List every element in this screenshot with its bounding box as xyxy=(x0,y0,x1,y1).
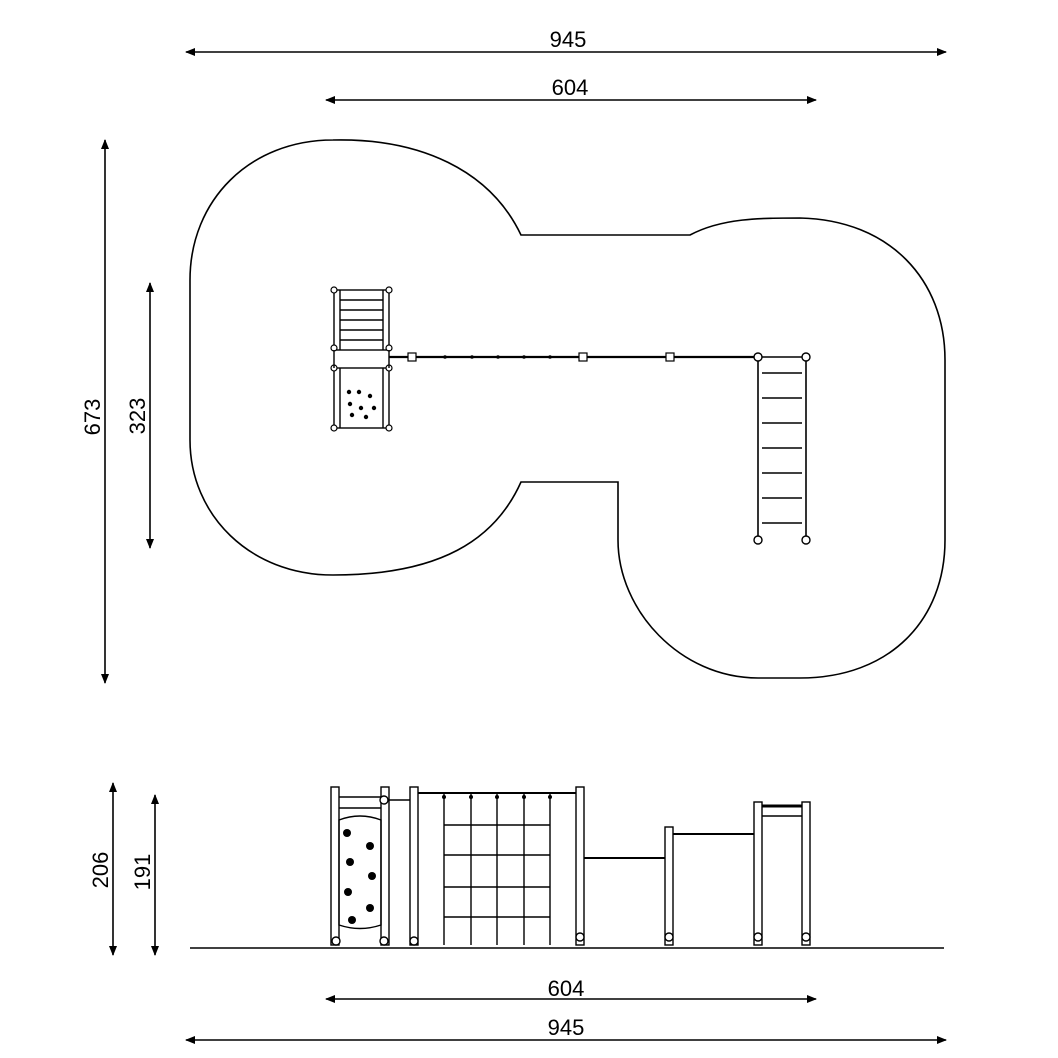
dimension-overall-height-left: 673 xyxy=(80,139,109,684)
elevation-net-frame xyxy=(409,786,585,946)
dimension-overall-width-bottom: 945 xyxy=(185,1015,947,1044)
dimension-label: 945 xyxy=(550,27,587,52)
dimension-label: 206 xyxy=(88,852,113,889)
dimension-total-height-elevation: 206 xyxy=(88,782,117,956)
dimension-equipment-width-bottom: 604 xyxy=(325,976,817,1003)
dimension-label: 323 xyxy=(125,398,150,435)
dimension-equipment-height-left: 323 xyxy=(125,282,154,549)
dimension-overall-width-top: 945 xyxy=(185,27,947,56)
plan-climbing-tower xyxy=(330,286,393,432)
plan-horizontal-ladder xyxy=(753,352,811,545)
dimension-label: 673 xyxy=(80,399,105,436)
elevation-climbing-wall xyxy=(330,786,410,946)
plan-connecting-beam xyxy=(389,352,758,362)
dimension-fall-height-elevation: 191 xyxy=(130,794,159,956)
dimension-label: 945 xyxy=(548,1015,585,1040)
dimension-label: 191 xyxy=(130,854,155,891)
safety-zone-outline xyxy=(189,139,946,679)
dimension-label: 604 xyxy=(552,75,589,100)
elevation-ladder-frame xyxy=(753,801,811,946)
dimension-equipment-width-top: 604 xyxy=(325,75,817,104)
elevation-parallel-bars xyxy=(584,826,754,946)
dimension-label: 604 xyxy=(548,976,585,1001)
